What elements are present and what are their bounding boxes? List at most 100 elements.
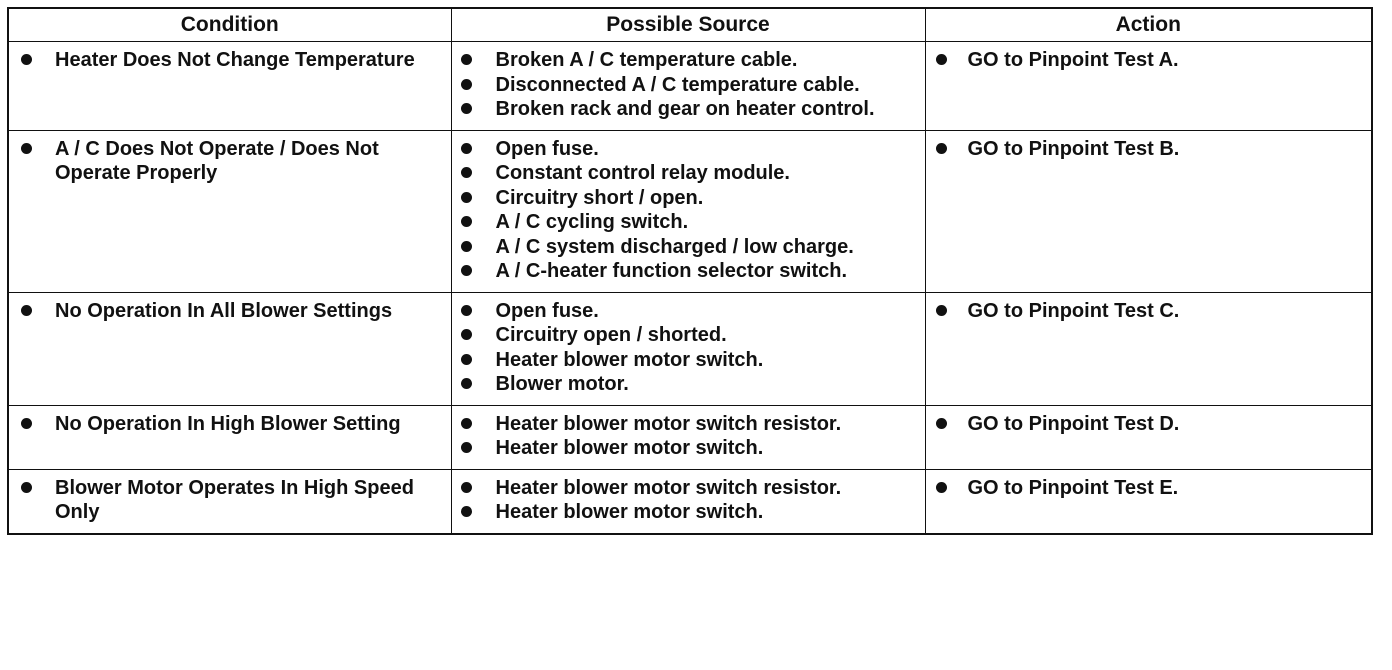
bullet-icon [460,54,472,65]
source-text: Disconnected A / C temperature cable. [495,73,860,96]
list-item: GO to Pinpoint Test D. [926,412,1372,437]
bullet-icon [460,191,472,203]
list-item: No Operation In High Blower Setting [9,412,451,437]
bullet-icon [935,417,947,429]
condition-cell: Heater Does Not Change Temperature [7,41,452,131]
source-text: A / C cycling switch. [495,211,689,233]
bullet-icon [21,142,32,154]
list-item: GO to Pinpoint Test C. [926,299,1372,324]
bullet-icon [21,481,32,493]
action-text: GO to Pinpoint Test A. [967,49,1179,71]
action-text: GO to Pinpoint Test D. [967,412,1180,435]
action-cell: GO to Pinpoint Test B. [924,129,1373,293]
bullet-icon [460,417,472,429]
list-item: Broken rack and gear on heater control. [452,97,925,122]
bullet-icon [460,353,472,365]
list-item: Heater Does Not Change Temperature [9,48,451,73]
list-item: GO to Pinpoint Test B. [926,137,1372,162]
condition-text: Heater Does Not Change Temperature [55,49,415,71]
list-item: Heater blower motor switch. [452,436,925,461]
bullet-icon [21,417,32,429]
list-item: Open fuse. [452,299,925,324]
bullet-icon [935,481,947,493]
source-text: Open fuse. [495,299,599,322]
bullet-icon [21,54,32,65]
bullet-icon [935,304,947,316]
header-possible-source: Possible Source [450,7,926,42]
source-text: A / C system discharged / low charge. [495,235,854,258]
bullet-icon [460,240,472,252]
source-text: Circuitry short / open. [495,186,704,209]
diagnosis-table-wrapper: Condition Possible Source Action Heater … [7,7,1373,535]
possible-source-cell: Open fuse. Constant control relay module… [450,129,926,293]
list-item: GO to Pinpoint Test A. [926,48,1372,73]
table-row: A / C Does Not Operate / Does Not Operat… [7,129,1373,293]
list-item: Broken A / C temperature cable. [452,48,925,73]
condition-cell: Blower Motor Operates In High Speed Only [7,468,452,534]
list-item: Heater blower motor switch. [452,348,925,373]
bullet-icon [460,265,472,276]
list-item: Heater blower motor switch. [452,500,925,525]
condition-cell: No Operation In High Blower Setting [7,404,452,470]
source-text: A / C-heater function selector switch. [495,260,848,282]
bullet-icon [460,378,472,389]
condition-text: Blower Motor Operates In High Speed Only [55,476,414,524]
bullet-icon [460,329,472,340]
source-text: Broken A / C temperature cable. [495,49,798,71]
bullet-icon [460,78,472,90]
list-item: Disconnected A / C temperature cable. [452,73,925,98]
list-item: Constant control relay module. [452,161,925,186]
possible-source-cell: Open fuse. Circuitry open / shorted. Hea… [450,291,926,406]
list-item: A / C Does Not Operate / Does Not Operat… [9,137,451,186]
action-cell: GO to Pinpoint Test D. [924,404,1373,470]
list-item: Circuitry short / open. [452,186,925,211]
condition-cell: No Operation In All Blower Settings [7,291,452,406]
bullet-icon [21,304,32,316]
list-item: No Operation In All Blower Settings [9,299,451,324]
list-item: A / C system discharged / low charge. [452,235,925,260]
bullet-icon [935,142,947,154]
header-condition: Condition [7,7,452,42]
bullet-icon [935,54,947,65]
table-row: No Operation In All Blower Settings Open… [7,291,1373,406]
source-text: Heater blower motor switch resistor. [495,412,842,435]
list-item: Heater blower motor switch resistor. [452,412,925,437]
action-text: GO to Pinpoint Test C. [967,299,1180,322]
list-item: Open fuse. [452,137,925,162]
header-action: Action [924,7,1373,42]
source-text: Constant control relay module. [495,162,790,184]
source-text: Heater blower motor switch. [495,437,764,459]
bullet-icon [460,442,472,453]
list-item: Blower Motor Operates In High Speed Only [9,476,451,525]
bullet-icon [460,481,472,493]
bullet-icon [460,216,472,227]
table-row: Blower Motor Operates In High Speed Only… [7,468,1373,534]
list-item: A / C-heater function selector switch. [452,259,925,284]
source-text: Heater blower motor switch resistor. [495,476,842,499]
symptom-chart-table: Condition Possible Source Action Heater … [7,7,1373,535]
source-text: Open fuse. [495,137,599,160]
possible-source-cell: Broken A / C temperature cable. Disconne… [450,41,926,131]
condition-text: No Operation In All Blower Settings [55,299,393,322]
action-cell: GO to Pinpoint Test C. [924,291,1373,406]
list-item: A / C cycling switch. [452,210,925,235]
possible-source-cell: Heater blower motor switch resistor. Hea… [450,404,926,470]
source-text: Broken rack and gear on heater control. [495,98,875,120]
bullet-icon [460,506,472,517]
source-text: Heater blower motor switch. [495,348,764,371]
list-item: GO to Pinpoint Test E. [926,476,1372,501]
possible-source-cell: Heater blower motor switch resistor. Hea… [450,468,926,534]
list-item: Heater blower motor switch resistor. [452,476,925,501]
list-item: Circuitry open / shorted. [452,323,925,348]
action-text: GO to Pinpoint Test B. [967,137,1180,160]
bullet-icon [460,103,472,114]
action-cell: GO to Pinpoint Test A. [924,41,1373,131]
header-row: Condition Possible Source Action [7,7,1373,42]
source-text: Heater blower motor switch. [495,501,764,523]
action-text: GO to Pinpoint Test E. [967,476,1179,499]
bullet-icon [460,167,472,178]
condition-cell: A / C Does Not Operate / Does Not Operat… [7,129,452,293]
source-text: Blower motor. [495,373,629,395]
condition-text: No Operation In High Blower Setting [55,412,401,435]
table-row: No Operation In High Blower Setting Heat… [7,404,1373,470]
